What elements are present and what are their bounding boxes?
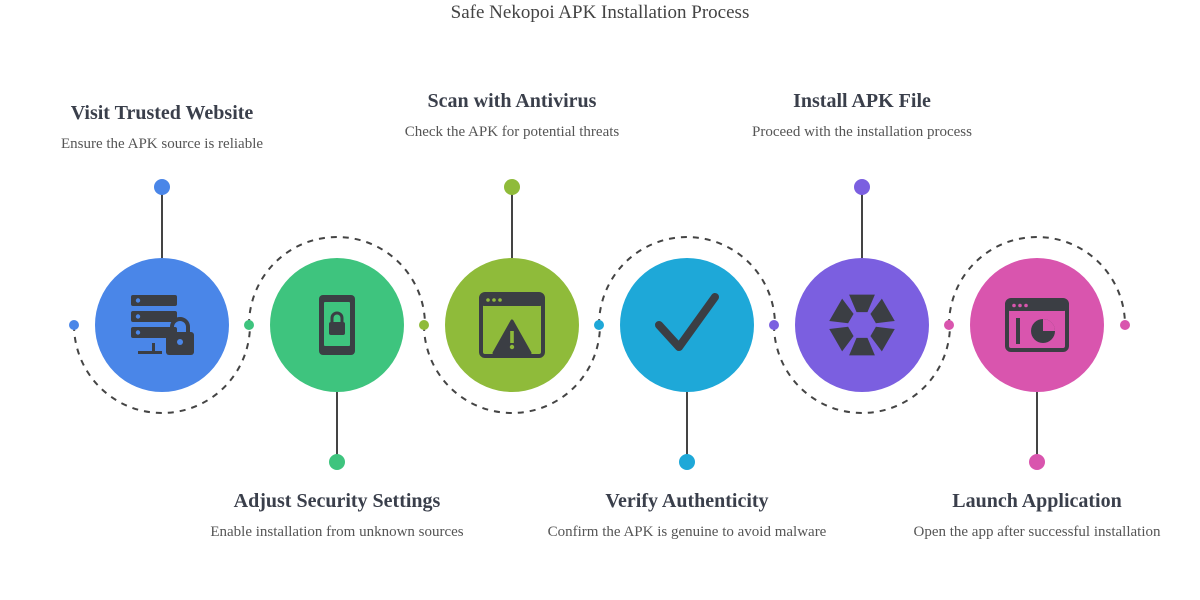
browser-dot — [498, 298, 502, 302]
package-segment — [849, 337, 875, 356]
dashed-connector-arc — [773, 324, 951, 414]
connector-dot — [244, 320, 254, 330]
step-description: Proceed with the installation process — [752, 124, 972, 140]
server-cable — [152, 343, 155, 353]
step-description: Enable installation from unknown sources — [210, 524, 464, 540]
lock-shackle — [330, 311, 344, 322]
warning-mark — [510, 331, 514, 343]
stem-dot — [504, 179, 520, 195]
lock-shackle — [170, 317, 190, 333]
app-window-dot — [1024, 303, 1028, 308]
browser-dot — [486, 298, 490, 302]
step-circle — [95, 258, 229, 392]
step-circle — [620, 258, 754, 392]
step-heading: Verify Authenticity — [605, 490, 769, 512]
phone-lock-icon — [319, 295, 355, 355]
server-led — [135, 298, 141, 303]
step-heading: Launch Application — [952, 490, 1122, 512]
browser-titlebar — [481, 294, 543, 306]
server-rack-bar — [131, 295, 177, 306]
dashed-connector-arc — [948, 236, 1126, 326]
server-led — [135, 330, 141, 335]
app-window-chart-icon — [1005, 298, 1069, 352]
package-segment — [849, 294, 875, 313]
connector-dot — [1120, 320, 1130, 330]
connector-dot — [419, 320, 429, 330]
package-segment — [870, 326, 895, 352]
server-lock-icon — [131, 295, 194, 355]
lock-body — [329, 322, 345, 335]
package-segment — [829, 326, 854, 352]
connector-dot — [944, 320, 954, 330]
warning-dot — [509, 344, 515, 350]
dashed-connector-arc — [598, 236, 776, 326]
browser-dot — [492, 298, 496, 302]
stem-lines — [154, 179, 1045, 470]
step-heading: Scan with Antivirus — [427, 90, 597, 112]
page-title: Safe Nekopoi APK Installation Process — [450, 2, 750, 23]
dashed-connector-arc — [248, 236, 426, 326]
step-description: Ensure the APK source is reliable — [60, 136, 264, 152]
package-segment — [870, 298, 895, 324]
server-rack-bar — [131, 327, 177, 338]
step-heading: Adjust Security Settings — [233, 490, 441, 512]
step-icons — [131, 292, 1069, 358]
step-heading: Install APK File — [793, 90, 931, 112]
stem-dot — [679, 454, 695, 470]
browser-warning-icon — [479, 292, 545, 358]
stem-dot — [329, 454, 345, 470]
stem-dot — [854, 179, 870, 195]
server-rack-bar — [131, 311, 177, 322]
package-icon — [829, 294, 895, 356]
server-base — [138, 351, 162, 354]
checkmark-icon — [655, 293, 719, 351]
dashed-connector-arc — [423, 324, 601, 414]
app-window-titlebar — [1007, 300, 1067, 311]
step-description: Check the APK for potential threats — [404, 124, 620, 140]
app-window-dot — [1012, 303, 1016, 308]
package-segment — [829, 298, 854, 324]
app-sidebar-bar — [1016, 318, 1020, 344]
app-window-dot — [1018, 303, 1022, 308]
connector-dot — [69, 320, 79, 330]
step-heading: Visit Trusted Website — [70, 102, 254, 124]
step-description: Confirm the APK is genuine to avoid malw… — [547, 524, 827, 540]
step-description: Open the app after successful installati… — [913, 524, 1161, 540]
server-led — [135, 314, 141, 319]
checkmark-stroke — [655, 293, 719, 351]
step-circle — [795, 258, 929, 392]
connector-dot — [769, 320, 779, 330]
pie-chart-slice — [1043, 319, 1055, 331]
dashed-connector-arc — [73, 324, 251, 414]
stem-dot — [1029, 454, 1045, 470]
connector-dot — [594, 320, 604, 330]
lock-keyhole — [177, 339, 183, 345]
connector-arcs — [69, 236, 1130, 414]
stem-dot — [154, 179, 170, 195]
